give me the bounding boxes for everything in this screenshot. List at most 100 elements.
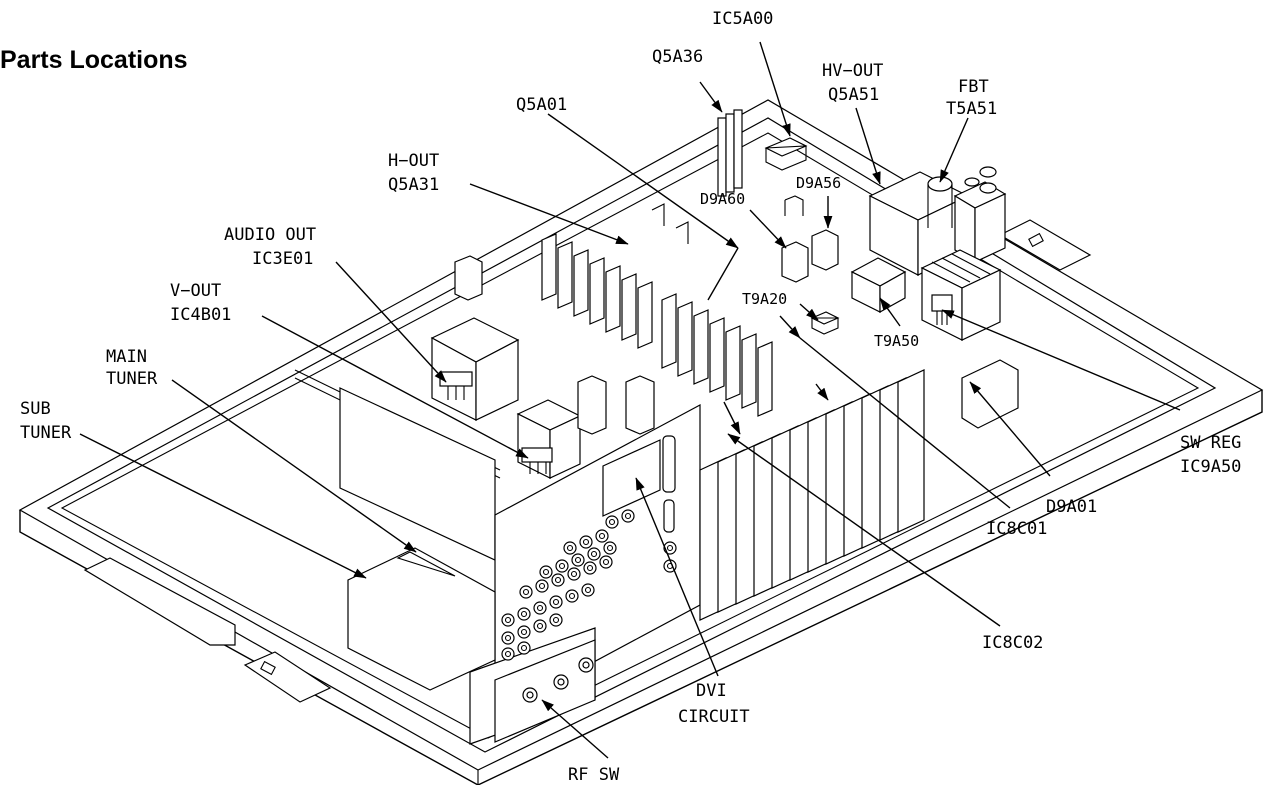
av-jack [549, 595, 563, 609]
heatsink-fin [541, 233, 557, 301]
label-t9a50: T9A50 [874, 332, 919, 350]
av-jack [595, 529, 609, 543]
av-jack [551, 573, 565, 587]
av-jack [501, 631, 515, 645]
av-jack-pin [536, 604, 544, 612]
av-jack-pin [586, 564, 594, 572]
heatsink-fin [677, 301, 693, 377]
label-t5a51: T5A51 [946, 99, 997, 119]
av-jack-pin [568, 592, 576, 600]
label-v-out: V−OUT [170, 281, 221, 301]
av-jack [579, 535, 593, 549]
heatsink-fin [573, 249, 589, 317]
av-jack-pin [520, 610, 528, 618]
components [339, 109, 1019, 745]
av-jack [501, 647, 515, 661]
av-jack [533, 601, 547, 615]
heatsink-fin [661, 293, 677, 369]
av-jack [583, 561, 597, 575]
heatsink-fin [897, 369, 925, 533]
av-jack [581, 583, 595, 597]
av-jack [535, 579, 549, 593]
label-q5a01: Q5A01 [516, 95, 567, 115]
av-jack [533, 619, 547, 633]
heatsink-fin [589, 257, 605, 325]
av-jack [539, 565, 553, 579]
av-jack [565, 589, 579, 603]
av-jack-pin [504, 650, 512, 658]
av-jack-pin [608, 518, 616, 526]
label-sub-tuner-2: TUNER [20, 423, 72, 443]
heatsink-fin [557, 241, 573, 309]
label-ic3e01: IC3E01 [252, 249, 313, 269]
av-jack-pin [584, 586, 592, 594]
label-h-out: H−OUT [388, 151, 439, 171]
av-jack-pin [504, 616, 512, 624]
av-jack-pin [570, 570, 578, 578]
label-sw-reg: SW REG [1180, 433, 1241, 453]
av-jack-pin [624, 512, 632, 520]
av-jack [605, 515, 619, 529]
label-audio-out: AUDIO OUT [224, 225, 316, 245]
av-jack-pin [520, 628, 528, 636]
av-jack-pin [520, 644, 528, 652]
heatsink-fin [637, 281, 653, 349]
label-d9a56: D9A56 [796, 174, 841, 192]
label-hv-out: HV−OUT [822, 61, 883, 81]
av-jack [663, 541, 677, 555]
label-ic8c02: IC8C02 [982, 633, 1043, 653]
av-jack-pin [558, 562, 566, 570]
av-jack-pin [504, 634, 512, 642]
label-q5a51: Q5A51 [828, 85, 879, 105]
av-jack [501, 613, 515, 627]
label-dvi: DVI [696, 681, 727, 701]
av-jack [555, 559, 569, 573]
label-ic9a50: IC9A50 [1180, 457, 1241, 477]
av-jack-pin [552, 616, 560, 624]
label-d9a01: D9A01 [1046, 497, 1097, 517]
av-jack-pin [542, 568, 550, 576]
av-jack-pin [552, 598, 560, 606]
av-jack [519, 585, 533, 599]
av-jack-pin [574, 556, 582, 564]
heatsink-fin [709, 317, 725, 393]
label-ic4b01: IC4B01 [170, 305, 231, 325]
label-circuit: CIRCUIT [678, 707, 750, 727]
av-jack-pin [582, 538, 590, 546]
label-main-tuner-1: MAIN [106, 347, 147, 367]
callout-labels: IC5A00 Q5A36 HV−OUT Q5A51 FBT T5A51 Q5A0… [20, 9, 1241, 785]
av-jack-pin [598, 532, 606, 540]
heatsink-fin [741, 333, 757, 409]
label-q5a31: Q5A31 [388, 175, 439, 195]
av-jack-pin [522, 588, 530, 596]
av-jack [603, 541, 617, 555]
av-jack [563, 541, 577, 555]
heatsink-fin [605, 265, 621, 333]
heatsink-fin [757, 341, 773, 417]
av-jack [549, 613, 563, 627]
label-main-tuner-2: TUNER [106, 369, 158, 389]
heatsink-fin [621, 273, 637, 341]
av-jack-pin [554, 576, 562, 584]
av-jack [587, 547, 601, 561]
av-jack-pin [566, 544, 574, 552]
av-jack [571, 553, 585, 567]
label-ic5a00: IC5A00 [712, 9, 773, 29]
heatsink-fin [725, 325, 741, 401]
av-jack [621, 509, 635, 523]
label-q5a36: Q5A36 [652, 47, 703, 67]
av-jack-pin [606, 544, 614, 552]
av-jack [517, 641, 531, 655]
av-jack [599, 555, 613, 569]
av-jack-pin [536, 622, 544, 630]
av-jack [567, 567, 581, 581]
av-jack-pin [538, 582, 546, 590]
av-jack [517, 625, 531, 639]
page-title: Parts Locations [0, 46, 188, 74]
av-jack [517, 607, 531, 621]
av-jack-pin [602, 558, 610, 566]
av-jack-pin [590, 550, 598, 558]
label-ic8c01: IC8C01 [986, 519, 1047, 539]
heatsink-fin [693, 309, 709, 385]
